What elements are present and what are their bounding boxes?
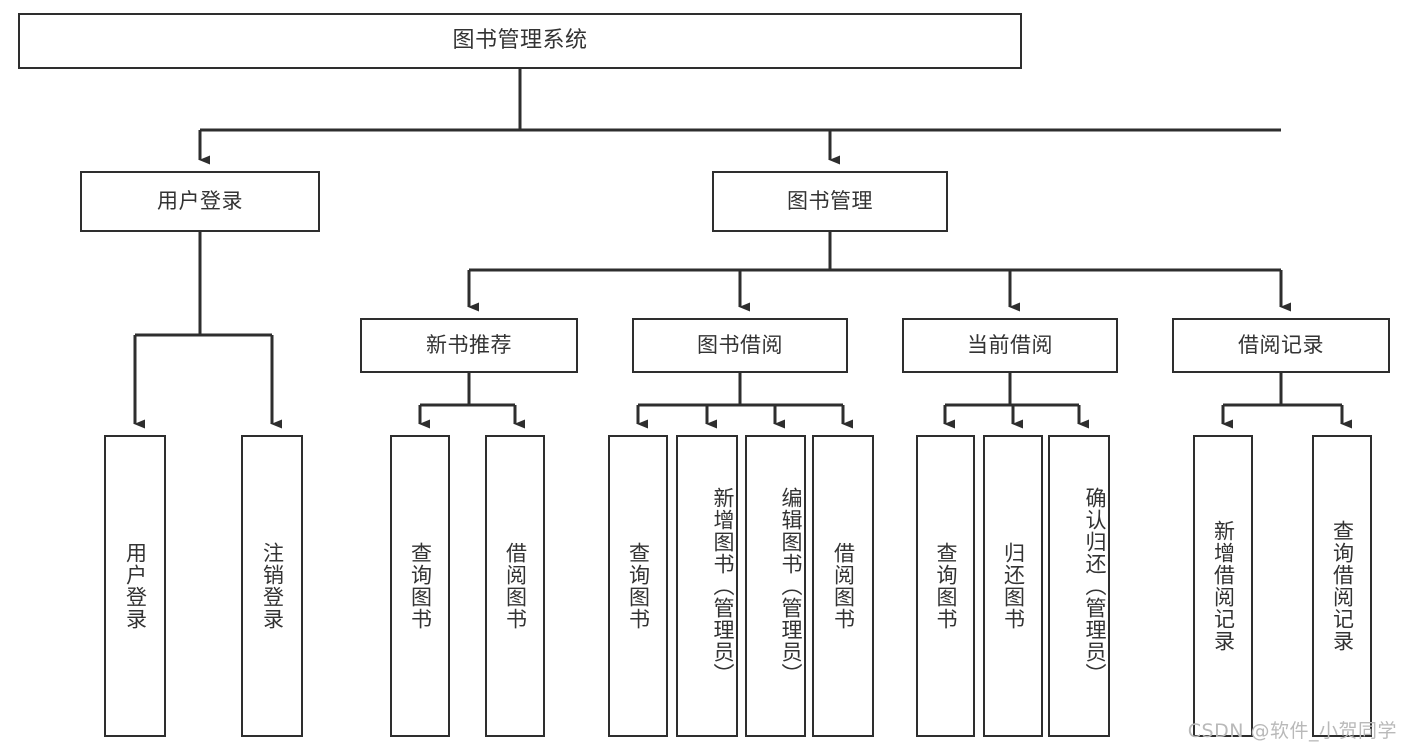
node-leaf-query-book-2-label: 查询图书: [626, 542, 651, 630]
node-leaf-borrow-book-2[interactable]: 借阅图书: [812, 435, 874, 737]
node-leaf-query-book-1[interactable]: 查询图书: [390, 435, 450, 737]
node-root-label: 图书管理系统: [452, 27, 588, 53]
node-leaf-add-book[interactable]: 新增图书（管理员）: [676, 435, 738, 737]
node-leaf-query-book-3[interactable]: 查询图书: [916, 435, 975, 737]
csdn-watermark: CSDN @软件_小贺同学: [1187, 720, 1397, 742]
node-user-login-label: 用户登录: [157, 188, 243, 213]
node-new-book-recommend-label: 新书推荐: [426, 332, 512, 357]
node-leaf-edit-book[interactable]: 编辑图书（管理员）: [745, 435, 806, 737]
node-leaf-logout-label: 注销登录: [260, 542, 285, 630]
node-leaf-borrow-book-1[interactable]: 借阅图书: [485, 435, 545, 737]
node-leaf-user-login[interactable]: 用户登录: [104, 435, 166, 737]
node-leaf-borrow-book-1-label: 借阅图书: [503, 542, 528, 630]
node-leaf-query-book-2[interactable]: 查询图书: [608, 435, 668, 737]
node-leaf-edit-book-label: 编辑图书（管理员）: [779, 487, 803, 685]
node-leaf-logout[interactable]: 注销登录: [241, 435, 303, 737]
node-borrow-record[interactable]: 借阅记录: [1172, 318, 1390, 373]
node-leaf-add-record[interactable]: 新增借阅记录: [1193, 435, 1253, 737]
node-book-manage[interactable]: 图书管理: [712, 171, 948, 232]
node-leaf-return-book-label: 归还图书: [1001, 542, 1026, 630]
node-leaf-query-book-3-label: 查询图书: [933, 542, 958, 630]
node-leaf-query-record-label: 查询借阅记录: [1330, 520, 1355, 652]
node-root[interactable]: 图书管理系统: [18, 13, 1022, 69]
node-leaf-return-book[interactable]: 归还图书: [983, 435, 1043, 737]
node-leaf-confirm-return-label: 确认归还（管理员）: [1083, 487, 1107, 685]
node-new-book-recommend[interactable]: 新书推荐: [360, 318, 578, 373]
node-leaf-query-book-1-label: 查询图书: [408, 542, 433, 630]
node-current-borrow-label: 当前借阅: [967, 332, 1053, 357]
node-book-borrow[interactable]: 图书借阅: [632, 318, 848, 373]
node-book-manage-label: 图书管理: [787, 188, 873, 213]
node-leaf-add-record-label: 新增借阅记录: [1211, 520, 1236, 652]
node-leaf-borrow-book-2-label: 借阅图书: [831, 542, 856, 630]
node-borrow-record-label: 借阅记录: [1238, 332, 1324, 357]
node-leaf-user-login-label: 用户登录: [123, 542, 148, 630]
node-leaf-query-record[interactable]: 查询借阅记录: [1312, 435, 1372, 737]
node-leaf-add-book-label: 新增图书（管理员）: [711, 487, 735, 685]
node-leaf-confirm-return[interactable]: 确认归还（管理员）: [1048, 435, 1110, 737]
node-book-borrow-label: 图书借阅: [697, 332, 783, 357]
node-current-borrow[interactable]: 当前借阅: [902, 318, 1118, 373]
node-user-login[interactable]: 用户登录: [80, 171, 320, 232]
